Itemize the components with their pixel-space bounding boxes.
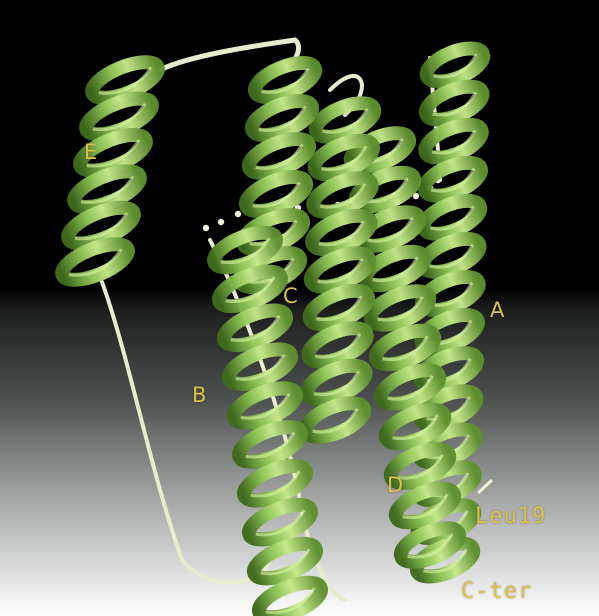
label-helix-d: D [387,475,403,496]
label-helix-b: B [192,385,206,406]
label-residue: Leu19 [475,506,546,528]
label-helix-c: C [283,286,298,307]
label-helix-e: E [84,142,97,163]
label-helix-a: A [490,300,504,321]
label-terminus: C-ter [461,581,532,603]
